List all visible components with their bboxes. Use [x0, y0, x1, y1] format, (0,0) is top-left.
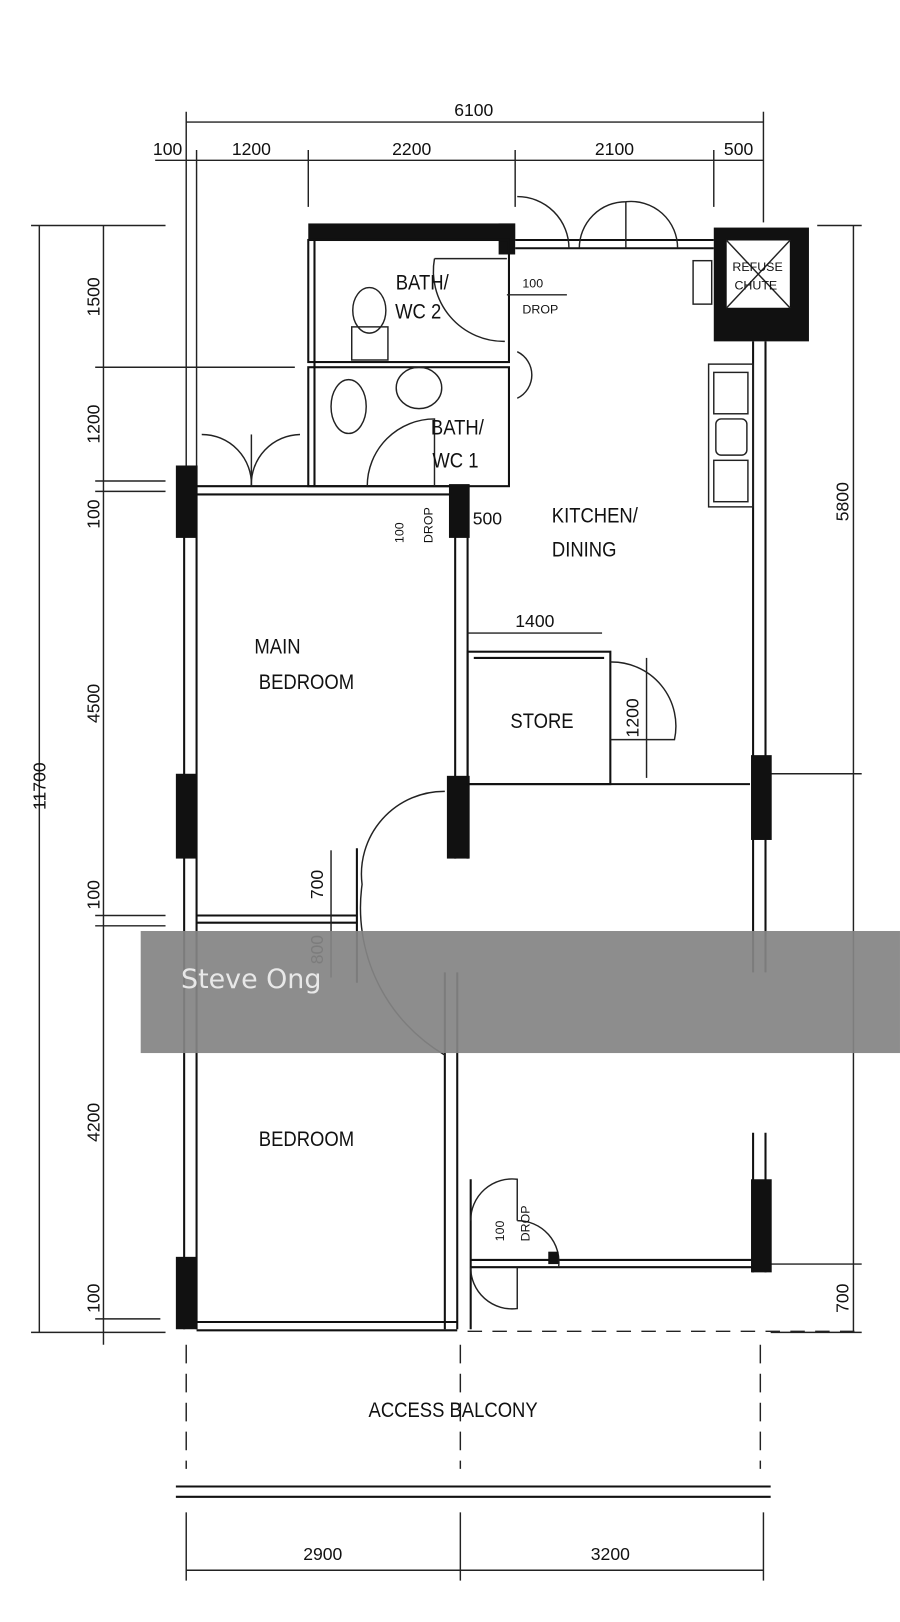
label-bedroom: BEDROOM	[259, 1128, 354, 1152]
basin-icon	[395, 366, 443, 410]
toilet-wc1-icon	[330, 378, 367, 435]
fixtures	[330, 227, 809, 508]
dim-left-2: 1200	[83, 404, 103, 443]
dim-500: 500	[473, 508, 503, 528]
drop-wc1-word: DROP	[421, 507, 435, 543]
dim-left-7: 100	[83, 1283, 103, 1313]
dim-top-4: 2100	[595, 139, 634, 159]
sink-icon	[707, 363, 754, 508]
dim-bottom-1: 2900	[303, 1544, 342, 1564]
dim-left-total: 11700	[30, 762, 50, 810]
walls	[175, 223, 772, 1332]
watermark-band: Steve Ong	[140, 930, 900, 1054]
drop-wc2-value: 100	[522, 277, 543, 291]
label-main-bedroom-1: MAIN	[254, 635, 300, 659]
dim-top-total: 6100	[454, 100, 493, 120]
drop-wc1-value: 100	[392, 522, 406, 543]
dim-left-3: 100	[83, 499, 103, 529]
watermark-text: Steve Ong	[181, 964, 321, 995]
drop-bedroom-value: 100	[493, 1221, 507, 1242]
drop-wc2-word: DROP	[522, 302, 558, 316]
label-bath-wc2-1: BATH/	[396, 271, 449, 295]
inner-dimensions: 100 DROP 100 DROP 500 1400 1200 700 800 …	[307, 277, 648, 1242]
top-dimensions: 6100 100 1200 2200 2100 500	[153, 100, 765, 466]
dim-top-1: 100	[153, 139, 183, 159]
dim-right-2: 700	[832, 1283, 852, 1313]
dim-top-3: 2200	[392, 139, 431, 159]
label-bath-wc2-2: WC 2	[395, 300, 441, 324]
dim-left-1: 1500	[83, 277, 103, 316]
drop-bedroom-word: DROP	[519, 1205, 533, 1241]
right-dimensions: 5800 700	[770, 224, 862, 1334]
dim-store-depth: 1200	[622, 698, 642, 737]
label-kitchen-2: DINING	[552, 538, 617, 562]
dim-left-5: 100	[83, 880, 103, 910]
label-bath-wc1-2: WC 1	[432, 449, 478, 473]
label-store: STORE	[510, 710, 573, 734]
left-dimensions: 11700 1500 1200 100 4500 100 4200 100	[30, 224, 295, 1345]
dim-store-width: 1400	[515, 611, 554, 631]
dim-left-6: 4200	[83, 1103, 103, 1142]
dim-bottom-2: 3200	[591, 1544, 630, 1564]
toilet-wc2-icon	[351, 326, 389, 361]
label-kitchen-1: KITCHEN/	[552, 504, 638, 528]
dim-top-5: 500	[724, 139, 754, 159]
room-labels: BATH/ WC 2 BATH/ WC 1 KITCHEN/ DINING MA…	[254, 260, 782, 1152]
label-bath-wc1-1: BATH/	[431, 416, 484, 440]
label-main-bedroom-2: BEDROOM	[259, 671, 354, 695]
label-refuse-1: REFUSE	[732, 260, 782, 274]
label-access-balcony: ACCESS BALCONY	[369, 1399, 538, 1423]
dim-right-1: 5800	[832, 482, 852, 521]
dim-top-2: 1200	[232, 139, 271, 159]
label-refuse-2: CHUTE	[734, 279, 777, 293]
access-balcony: ACCESS BALCONY 2900 3200	[175, 1330, 859, 1581]
dim-700: 700	[307, 870, 327, 900]
dim-left-4: 4500	[83, 684, 103, 723]
